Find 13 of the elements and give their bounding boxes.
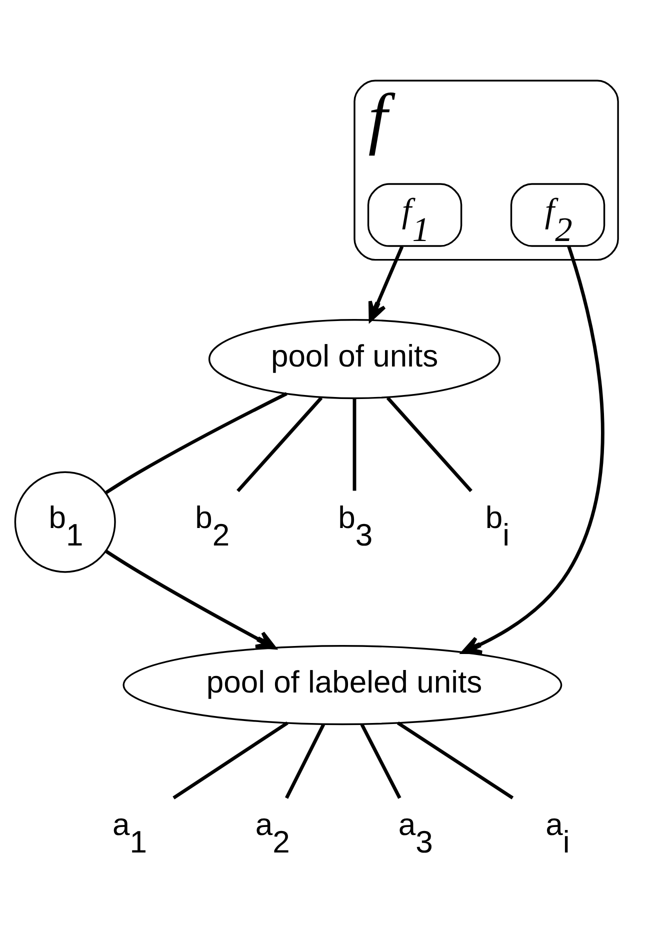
connector	[105, 392, 288, 494]
node-ellipse: pool of units	[208, 319, 501, 400]
connector	[172, 722, 288, 800]
connector	[236, 396, 323, 492]
arrow	[368, 246, 404, 322]
arrow	[105, 550, 276, 650]
connector	[386, 396, 472, 492]
node-ellipse: pool of labeled units	[122, 644, 562, 726]
connector	[396, 722, 514, 800]
connector	[360, 724, 402, 799]
connector	[285, 724, 326, 799]
connector	[352, 398, 356, 491]
arrow	[461, 246, 604, 654]
